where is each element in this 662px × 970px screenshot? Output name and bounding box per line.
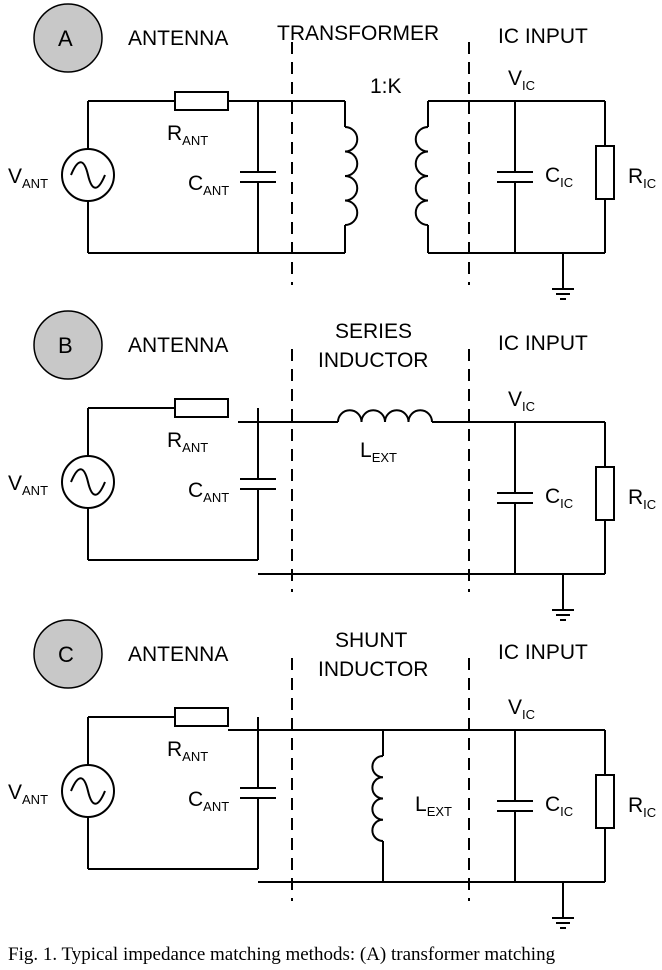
panel-badge-circle [33, 310, 103, 380]
ac-source-wave [70, 468, 106, 496]
transformer-primary-coil [344, 126, 359, 226]
panel-badge-circle [33, 619, 103, 689]
ic-resistor-label: RIC [628, 165, 656, 191]
panel-badge-circle [33, 3, 103, 73]
antenna-capacitor [240, 717, 276, 869]
circuit-panel-c: C ANTENNA SHUNT INDUCTOR IC INPUT VANT RANT CAN… [8, 619, 656, 929]
section-label-matching-line2: INDUCTOR [318, 658, 428, 681]
antenna-resistor-label: RANT [167, 429, 208, 455]
section-label-antenna: ANTENNA [128, 643, 228, 666]
ic-resistor [595, 466, 615, 521]
ac-source-wave [70, 777, 106, 805]
antenna-resistor-label: RANT [167, 122, 208, 148]
section-label-matching-line1: SHUNT [335, 629, 408, 652]
section-label-matching-line2: INDUCTOR [318, 349, 428, 372]
ic-resistor-label: RIC [628, 794, 656, 820]
ic-resistor-label: RIC [628, 486, 656, 512]
antenna-resistor [174, 707, 229, 727]
ic-resistor [595, 774, 615, 829]
ic-resistor [595, 145, 615, 200]
ic-capacitor-label: CIC [545, 485, 573, 511]
ic-voltage-label: VIC [508, 67, 535, 93]
source-voltage-label: VANT [8, 165, 48, 191]
antenna-capacitor-label: CANT [188, 172, 229, 198]
ic-capacitor [497, 422, 533, 574]
ground-symbol [552, 253, 574, 300]
ac-source-wave [70, 161, 106, 189]
section-label-ic-input: IC INPUT [498, 641, 588, 664]
source-voltage-label: VANT [8, 472, 48, 498]
section-label-matching-line1: SERIES [335, 320, 412, 343]
transformer-secondary-coil [414, 126, 429, 226]
ic-capacitor [497, 730, 533, 882]
ic-capacitor-label: CIC [545, 164, 573, 190]
section-label-ic-input: IC INPUT [498, 25, 588, 48]
section-label-antenna: ANTENNA [128, 334, 228, 357]
turns-ratio-label: 1:K [370, 75, 402, 98]
ic-voltage-label: VIC [508, 696, 535, 722]
antenna-capacitor [240, 101, 276, 253]
section-label-ic-input: IC INPUT [498, 332, 588, 355]
antenna-resistor [174, 398, 229, 418]
antenna-capacitor-label: CANT [188, 788, 229, 814]
section-label-matching: TRANSFORMER [277, 22, 439, 45]
panel-badge-letter: B [58, 333, 73, 358]
ground-symbol [552, 574, 574, 621]
antenna-capacitor [240, 408, 276, 560]
circuit-panel-b: B ANTENNA SERIES INDUCTOR IC INPUT VANT RANT CA… [8, 310, 656, 621]
shunt-inductor-label: LEXT [415, 793, 452, 819]
shunt-inductor-coil [371, 755, 384, 842]
circuit-panel-a: A ANTENNA TRANSFORMER IC INPUT VANT RANT CANT 1… [8, 3, 656, 300]
ic-voltage-label: VIC [508, 388, 535, 414]
ic-capacitor-label: CIC [545, 793, 573, 819]
panel-badge-letter: C [58, 642, 74, 667]
section-label-antenna: ANTENNA [128, 27, 228, 50]
source-voltage-label: VANT [8, 781, 48, 807]
ic-capacitor [497, 101, 533, 253]
series-inductor-coil [337, 409, 433, 423]
series-inductor-label: LEXT [360, 439, 397, 465]
ground-symbol [552, 882, 574, 929]
panel-badge-letter: A [58, 26, 73, 51]
antenna-resistor-label: RANT [167, 738, 208, 764]
antenna-resistor [174, 91, 229, 111]
figure-caption: Fig. 1. Typical impedance matching metho… [8, 944, 556, 965]
antenna-capacitor-label: CANT [188, 479, 229, 505]
